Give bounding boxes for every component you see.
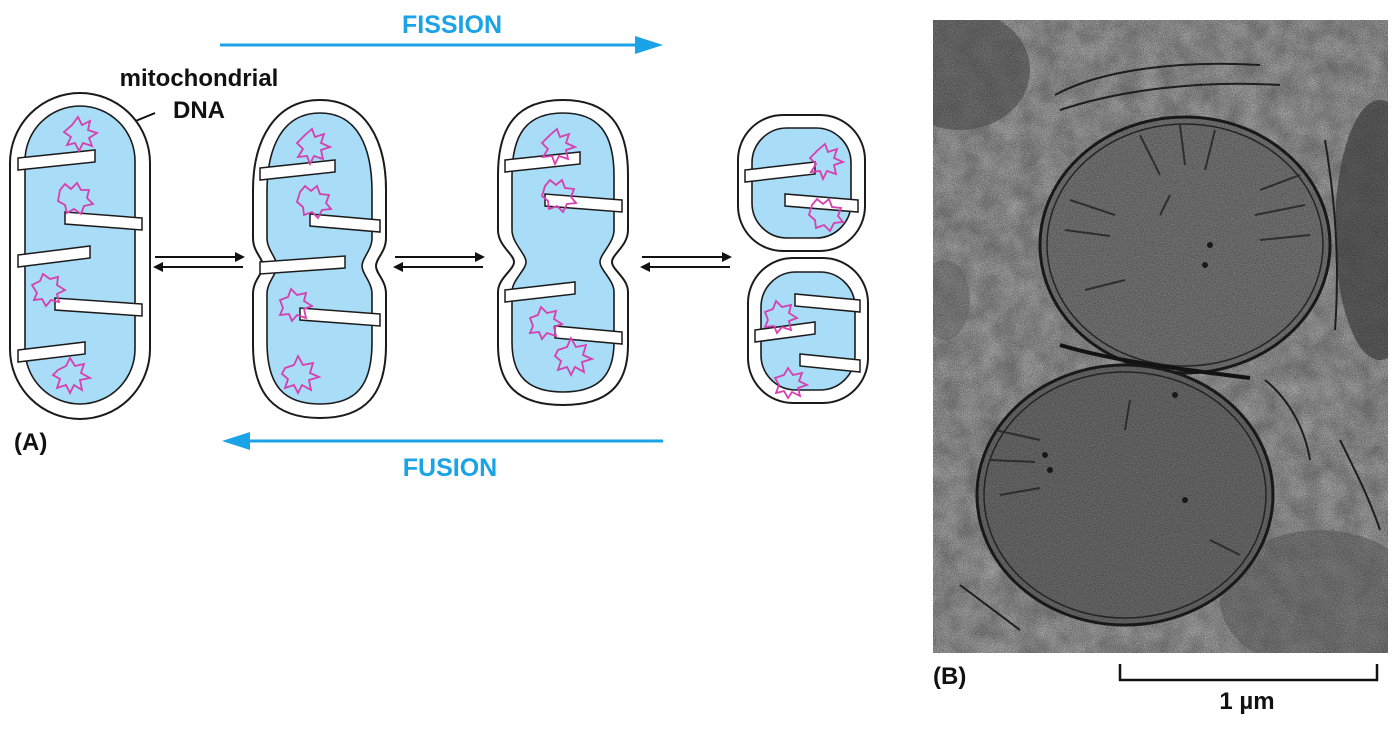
fission-arrow [220, 36, 663, 54]
mtdna-1b [57, 181, 95, 216]
mitochondrion-3 [497, 98, 629, 407]
mitochondrion-1 [9, 92, 151, 420]
scale-label: 1 µm [1219, 688, 1274, 715]
dna-label-line1: mitochondrial [120, 65, 279, 92]
double-arrow-icon [153, 252, 245, 272]
scale-bar [1118, 664, 1379, 682]
mtdna-1a [62, 115, 100, 154]
double-arrow-icon [393, 252, 485, 272]
panel-b-label: (B) [933, 663, 966, 690]
fusion-arrow [222, 432, 663, 450]
mitochondrion-4a [737, 114, 866, 252]
mitochondrion-4b [747, 257, 869, 404]
panel-a-label: (A) [14, 429, 47, 456]
mtdna-1d [51, 356, 93, 396]
mtdna-1c [30, 272, 67, 308]
electron-micrograph [933, 20, 1388, 653]
fusion-label: FUSION [403, 454, 497, 482]
mitochondrion-2 [252, 98, 387, 420]
double-arrow-icon [640, 252, 732, 272]
fission-label: FISSION [402, 11, 502, 39]
dna-label-line2: DNA [173, 97, 225, 124]
